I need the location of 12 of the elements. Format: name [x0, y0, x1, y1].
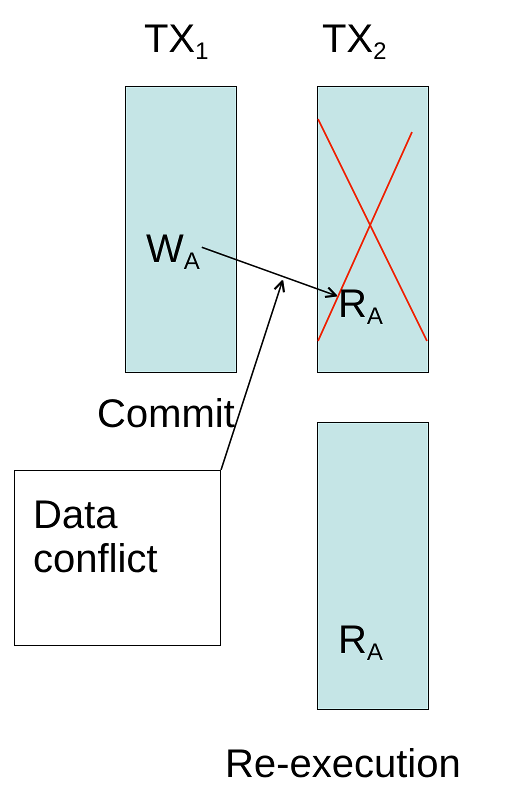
note-text: Data conflict — [33, 493, 158, 581]
transaction-bar — [317, 422, 429, 710]
variable-label: R$_{A}$ — [338, 618, 383, 667]
step-caption: Re-execution — [225, 742, 461, 786]
variable-label: W$_{A}$ — [146, 227, 200, 276]
variable-label: R$_{A}$ — [338, 282, 383, 331]
step-caption: Commit — [97, 392, 235, 436]
leader-line — [220, 280, 286, 470]
transaction-heading: TX$_{1}$ — [144, 17, 208, 66]
arrow — [202, 246, 338, 298]
transaction-heading: TX$_{2}$ — [322, 17, 386, 66]
note-box — [14, 470, 221, 646]
